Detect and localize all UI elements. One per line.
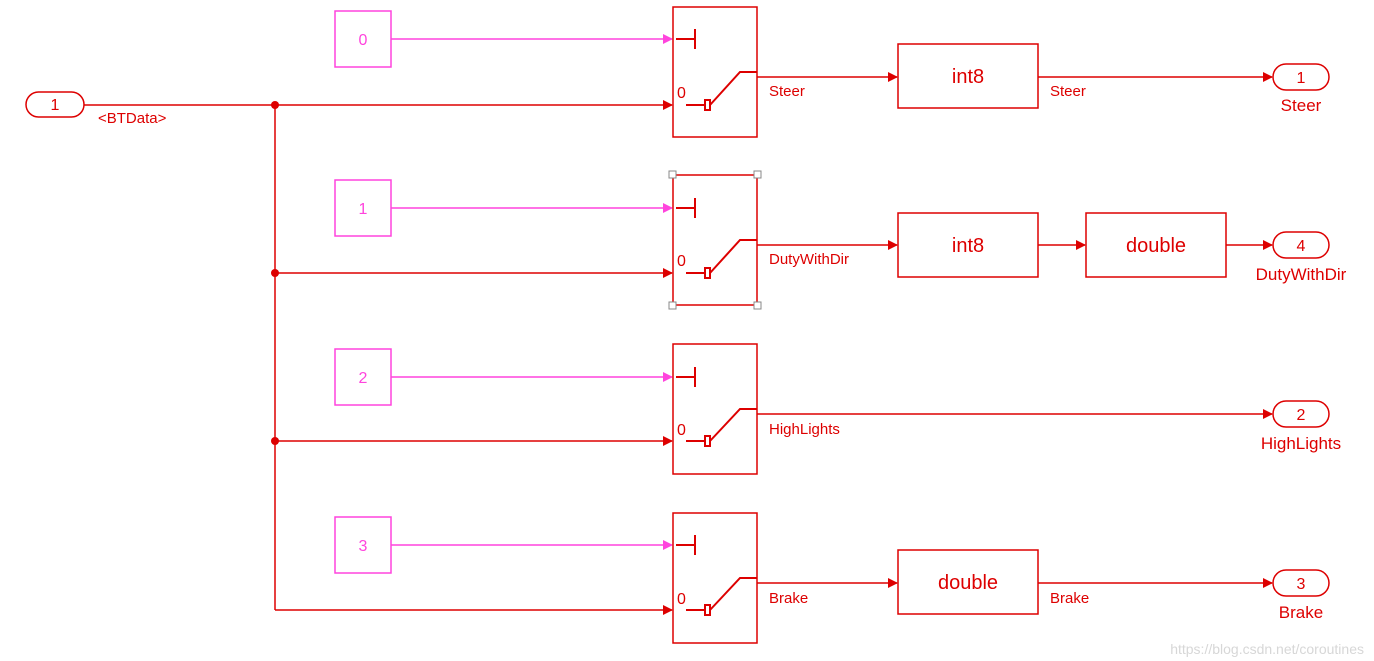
switch-threshold-label: 0 [677, 85, 686, 102]
constant-value: 1 [359, 201, 368, 218]
switch-output-label: Steer [769, 83, 805, 100]
inport-block[interactable]: 1 [25, 91, 85, 118]
switch-block-0[interactable]: 0 [672, 6, 758, 138]
switch-output-label: DutyWithDir [769, 251, 849, 268]
constant-value: 0 [359, 32, 368, 49]
switch-output-label: HighLights [769, 421, 840, 438]
switch-threshold-label: 0 [677, 591, 686, 608]
double-converter-block[interactable]: double [1085, 212, 1227, 278]
constant-block-2[interactable]: 2 [334, 348, 392, 406]
inport-number: 1 [51, 97, 60, 114]
outport-name: HighLights [1261, 434, 1341, 453]
bus-wires [84, 104, 276, 610]
converter-label: int8 [952, 66, 984, 88]
switch-block-1[interactable]: 0 [672, 174, 758, 306]
constant-block-1[interactable]: 1 [334, 179, 392, 237]
inport-signal-label: <BTData> [98, 110, 167, 127]
outport-number: 3 [1297, 576, 1306, 593]
outport-steer[interactable]: 1 [1272, 63, 1330, 91]
outport-number: 2 [1297, 407, 1306, 424]
double-converter-block[interactable]: double [897, 549, 1039, 615]
int8-converter-block[interactable]: int8 [897, 43, 1039, 109]
int8-converter-block[interactable]: int8 [897, 212, 1039, 278]
converter-output-label: Brake [1050, 590, 1089, 607]
selection-handles [668, 170, 762, 310]
outport-number: 1 [1297, 70, 1306, 87]
constant-value: 2 [359, 370, 368, 387]
converter-label: int8 [952, 235, 984, 257]
converter-output-label: Steer [1050, 83, 1086, 100]
converter-label: double [938, 572, 998, 594]
switch-threshold-label: 0 [677, 422, 686, 439]
constant-value: 3 [359, 538, 368, 555]
outport-name: Brake [1279, 603, 1323, 622]
outport-name: Steer [1281, 96, 1322, 115]
outport-number: 4 [1297, 238, 1306, 255]
bus-branch-wires [275, 100, 673, 615]
constant-block-3[interactable]: 3 [334, 516, 392, 574]
switch-threshold-label: 0 [677, 253, 686, 270]
constant-block-0[interactable]: 0 [334, 10, 392, 68]
outport-brake[interactable]: 3 [1272, 569, 1330, 597]
converter-label: double [1126, 235, 1186, 257]
switch-output-label: Brake [769, 590, 808, 607]
switch-block-3[interactable]: 0 [672, 512, 758, 644]
switch-block-2[interactable]: 0 [672, 343, 758, 475]
outport-name: DutyWithDir [1256, 265, 1347, 284]
watermark: https://blog.csdn.net/coroutines [1170, 641, 1364, 657]
outport-dutywithdir[interactable]: 4 [1272, 231, 1330, 259]
outport-highlights[interactable]: 2 [1272, 400, 1330, 428]
